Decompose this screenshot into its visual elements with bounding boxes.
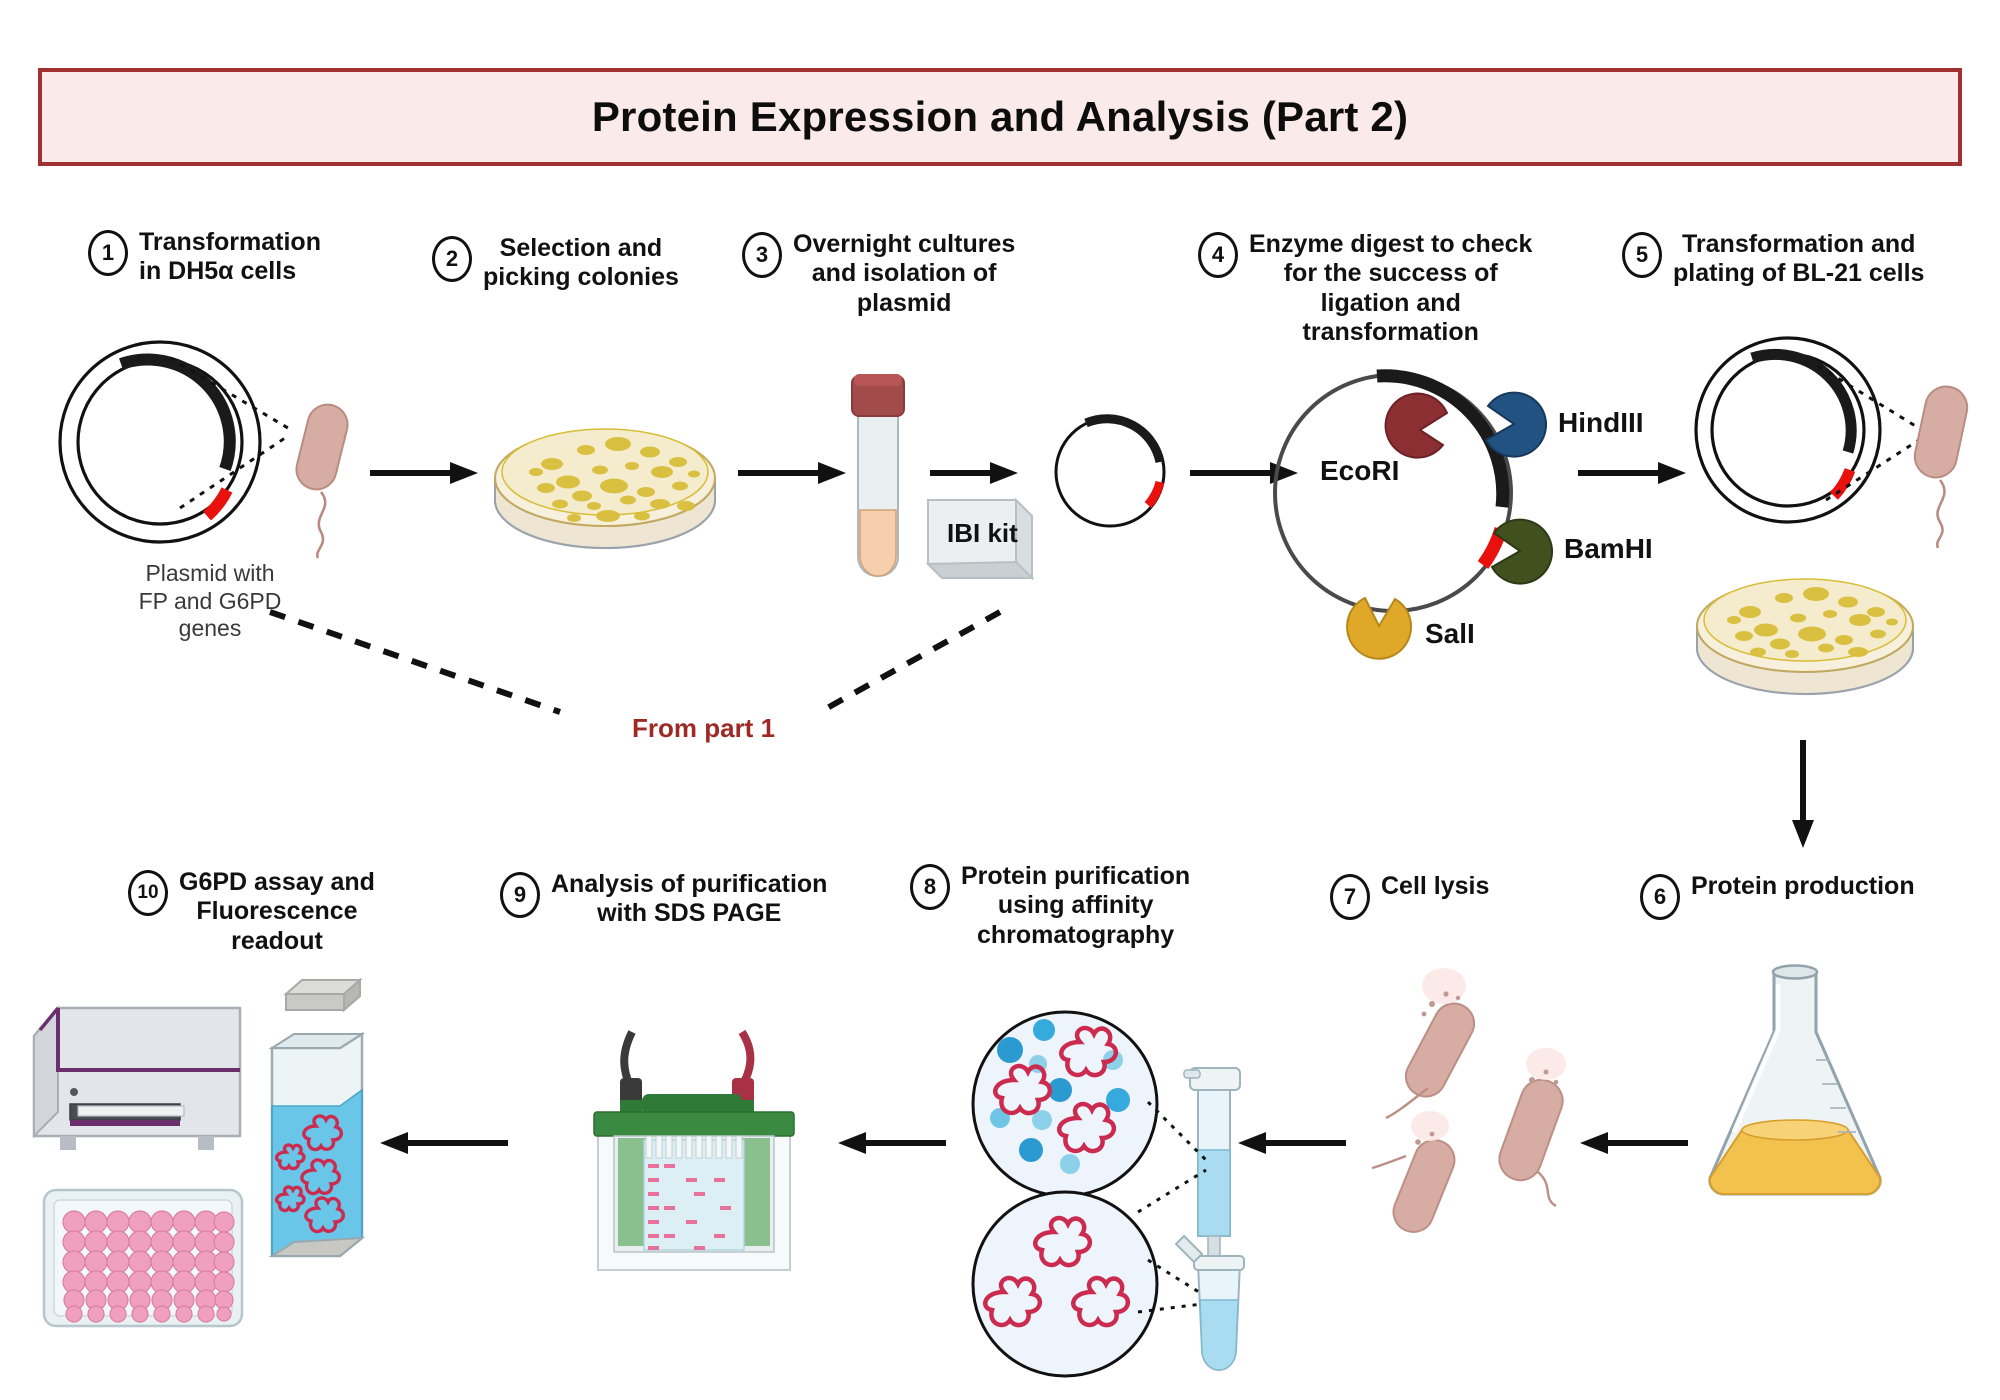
colony-group [529, 437, 700, 522]
dashed-line-left [269, 609, 561, 715]
step-7-label: 7 Cell lysis [1330, 872, 1489, 920]
plate-reader-instrument [32, 1005, 242, 1150]
target-proteins [993, 1025, 1118, 1154]
page-title: Protein Expression and Analysis (Part 2) [591, 93, 1409, 140]
enzyme-shape-sali [1346, 596, 1413, 660]
step-9-number: 9 [500, 872, 540, 918]
plasmid-pointer-lines [169, 356, 289, 510]
step-7-text: Cell lysis [1381, 872, 1490, 900]
enzyme-label-bamhi: BamHI [1564, 533, 1653, 564]
title-banner: Protein Expression and Analysis (Part 2) [38, 68, 1962, 166]
plasmid-bl21 [1694, 336, 1882, 524]
plasmid-dh5a [58, 340, 262, 544]
step-9-label: 9 Analysis of purification with SDS PAGE [500, 870, 827, 929]
step-4-number: 4 [1198, 232, 1238, 278]
step-10-label: 10 G6PD assay and Fluorescence readout [128, 868, 375, 956]
step-10-number: 10 [128, 870, 168, 916]
magnified-eluate-circle [971, 1190, 1159, 1378]
bacterium-dh5a [295, 403, 349, 559]
lysing-cell-2 [1498, 1048, 1566, 1208]
step-1-text: Transformation in DH5α cells [139, 228, 321, 286]
enzyme-label-sali: SalI [1425, 618, 1475, 649]
step-7-number: 7 [1330, 874, 1370, 920]
arrow-step8-step9 [838, 1132, 946, 1154]
step-2-text: Selection and picking colonies [483, 234, 679, 292]
culture-tube [851, 374, 905, 577]
lysing-cell-3 [1371, 1111, 1456, 1233]
step-5-text: Transformation and plating of BL-21 cell… [1673, 230, 1925, 288]
step-3-label: 3 Overnight cultures and isolation of pl… [742, 230, 1015, 318]
ibi-kit-label: IBI kit [947, 518, 1018, 548]
cuvette-cap [283, 977, 363, 1013]
step-2-label: 2 Selection and picking colonies [432, 234, 679, 293]
step-3-text: Overnight cultures and isolation of plas… [793, 230, 1016, 317]
step-5-number: 5 [1622, 232, 1662, 278]
petri-dish-colonies [493, 428, 717, 550]
purified-proteins [983, 1215, 1130, 1328]
arrow-step4-step5 [1578, 462, 1686, 484]
arrow-tube-to-kit [930, 462, 1018, 484]
enzyme-shape-hindiii [1484, 391, 1547, 458]
plasmid-caption: Plasmid with FP and G6PD genes [138, 560, 282, 642]
lysing-cell-1 [1385, 968, 1476, 1120]
petri-dish-bl21 [1695, 578, 1915, 696]
fp-gene-arc [119, 353, 236, 472]
enzyme-label-hindiii: HindIII [1558, 407, 1644, 438]
arrow-step9-step10 [380, 1132, 508, 1154]
gel-bands [648, 1164, 731, 1250]
arrow-step2-step3 [738, 462, 846, 484]
step-10-text: G6PD assay and Fluorescence readout [179, 868, 375, 955]
step-5-label: 5 Transformation and plating of BL-21 ce… [1622, 230, 1924, 289]
dashed-line-right [818, 609, 1002, 715]
magnified-lysate-circle [971, 1010, 1159, 1198]
step-6-text: Protein production [1691, 872, 1915, 900]
enzyme-shape-bamhi [1490, 518, 1553, 585]
ibi-kit-box [925, 497, 1035, 581]
gel-electrophoresis-tank [593, 1029, 795, 1271]
plasmid-isolated [1054, 414, 1166, 528]
cuvette-proteins [274, 1114, 345, 1234]
arrow-step7-step8 [1238, 1132, 1346, 1154]
fluorescence-cuvette [268, 1031, 366, 1258]
step-1-number: 1 [88, 230, 128, 276]
arrow-step1-step2 [370, 462, 478, 484]
step-8-text: Protein purification using affinity chro… [961, 862, 1191, 949]
step-4-label: 4 Enzyme digest to check for the success… [1198, 230, 1532, 347]
collection-tube [1174, 1234, 1245, 1371]
erlenmeyer-flask [1708, 964, 1882, 1196]
lysing-bacteria-group [1371, 968, 1566, 1233]
magnifier-connector-lines [1137, 1100, 1208, 1314]
step-8-label: 8 Protein purification using affinity ch… [910, 862, 1190, 950]
bl21-pointer-lines [1817, 364, 1923, 502]
step-1-label: 1 Transformation in DH5α cells [88, 228, 321, 287]
microplate-48-well [42, 1188, 244, 1328]
arrow-step5-step6 [1792, 740, 1814, 848]
enzyme-shape-ecori [1384, 392, 1449, 459]
bacterium-bl21 [1913, 385, 1969, 549]
arrow-step6-step7 [1580, 1132, 1688, 1154]
step-9-text: Analysis of purification with SDS PAGE [551, 870, 828, 928]
step-6-label: 6 Protein production [1640, 872, 1915, 920]
step-2-number: 2 [432, 236, 472, 282]
step-6-number: 6 [1640, 874, 1680, 920]
plate-wells [62, 1210, 235, 1323]
enzyme-label-ecori: EcoRI [1320, 455, 1400, 486]
chromatography-column [1183, 1067, 1241, 1259]
g6pd-gene-arc [202, 487, 233, 521]
from-part-1-label: From part 1 [632, 713, 776, 743]
step-3-number: 3 [742, 232, 782, 278]
step-8-number: 8 [910, 864, 950, 910]
step-4-text: Enzyme digest to check for the success o… [1249, 230, 1533, 346]
